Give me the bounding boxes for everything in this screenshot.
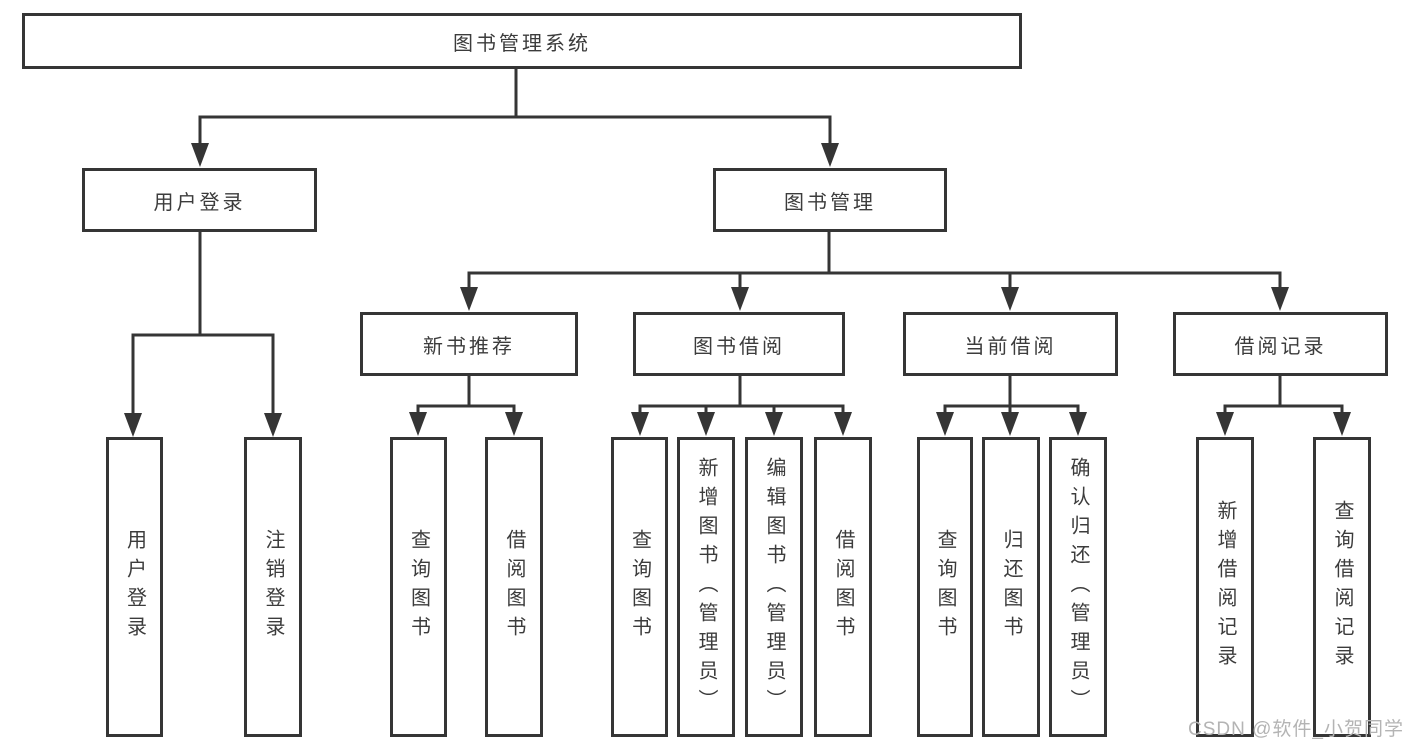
arrow-down-icon [731,287,749,311]
arrow-down-icon [1333,412,1351,436]
node-current-borrow: 当前借阅 [903,312,1118,376]
node-label: 查询图书 [934,529,956,645]
arrow-down-icon [631,412,649,436]
node-label: 新增图书（管理员） [695,456,717,718]
arrow-down-icon [460,287,478,311]
node-user-login-branch: 用户登录 [82,168,317,232]
leaf-user-login: 用户登录 [106,437,163,737]
arrow-down-icon [409,412,427,436]
arrow-down-icons [124,143,1351,437]
leaf-confirm-return-admin: 确认归还（管理员） [1049,437,1107,737]
arrow-down-icon [697,412,715,436]
node-label: 借阅记录 [1234,335,1327,358]
node-label: 查询借阅记录 [1331,500,1353,674]
leaf-query-books-borrow: 查询图书 [611,437,668,737]
node-label: 图书借阅 [693,335,785,358]
node-label: 确认归还（管理员） [1067,456,1089,718]
arrow-down-icon [936,412,954,436]
arrow-down-icon [1216,412,1234,436]
node-label: 图书管理 [784,191,876,214]
node-label: 查询图书 [628,529,651,645]
node-label: 借阅图书 [503,529,525,645]
arrow-down-icon [834,412,852,436]
node-book-management: 图书管理 [713,168,947,232]
arrow-down-icon [821,143,839,167]
arrow-down-icon [1271,287,1289,311]
node-label: 注销登录 [262,529,284,645]
connector-path [131,67,1344,420]
node-new-book-recommend: 新书推荐 [360,312,578,376]
arrow-down-icon [264,413,282,437]
leaf-logout: 注销登录 [244,437,302,737]
arrow-down-icon [1001,287,1019,311]
node-label: 查询图书 [407,529,430,645]
arrow-down-icon [765,412,783,436]
node-borrow-records: 借阅记录 [1173,312,1388,376]
node-book-borrow: 图书借阅 [633,312,845,376]
arrow-down-icon [1069,412,1087,436]
node-label: 用户登录 [123,529,146,645]
leaf-add-borrow-record: 新增借阅记录 [1196,437,1254,737]
node-label: 借阅图书 [832,529,854,645]
node-label: 用户登录 [153,191,246,214]
arrow-down-icon [191,143,209,167]
node-label: 图书管理系统 [453,32,591,55]
arrow-down-icon [124,413,142,437]
node-label: 当前借阅 [964,335,1057,358]
node-label: 编辑图书（管理员） [763,456,785,718]
leaf-query-borrow-record: 查询借阅记录 [1313,437,1371,737]
node-label: 新增借阅记录 [1214,500,1236,674]
leaf-query-books-recommend: 查询图书 [390,437,447,737]
arrow-down-icon [1001,412,1019,436]
leaf-borrow-books-recommend: 借阅图书 [485,437,543,737]
leaf-borrow-books: 借阅图书 [814,437,872,737]
node-label: 新书推荐 [423,335,515,358]
leaf-query-books-current: 查询图书 [917,437,973,737]
node-root: 图书管理系统 [22,13,1022,69]
leaf-return-book: 归还图书 [982,437,1040,737]
leaf-edit-book-admin: 编辑图书（管理员） [745,437,803,737]
arrow-down-icon [505,412,523,436]
watermark: CSDN @软件_小贺同学 [1188,719,1404,740]
leaf-add-book-admin: 新增图书（管理员） [677,437,735,737]
node-label: 归还图书 [1000,529,1022,645]
